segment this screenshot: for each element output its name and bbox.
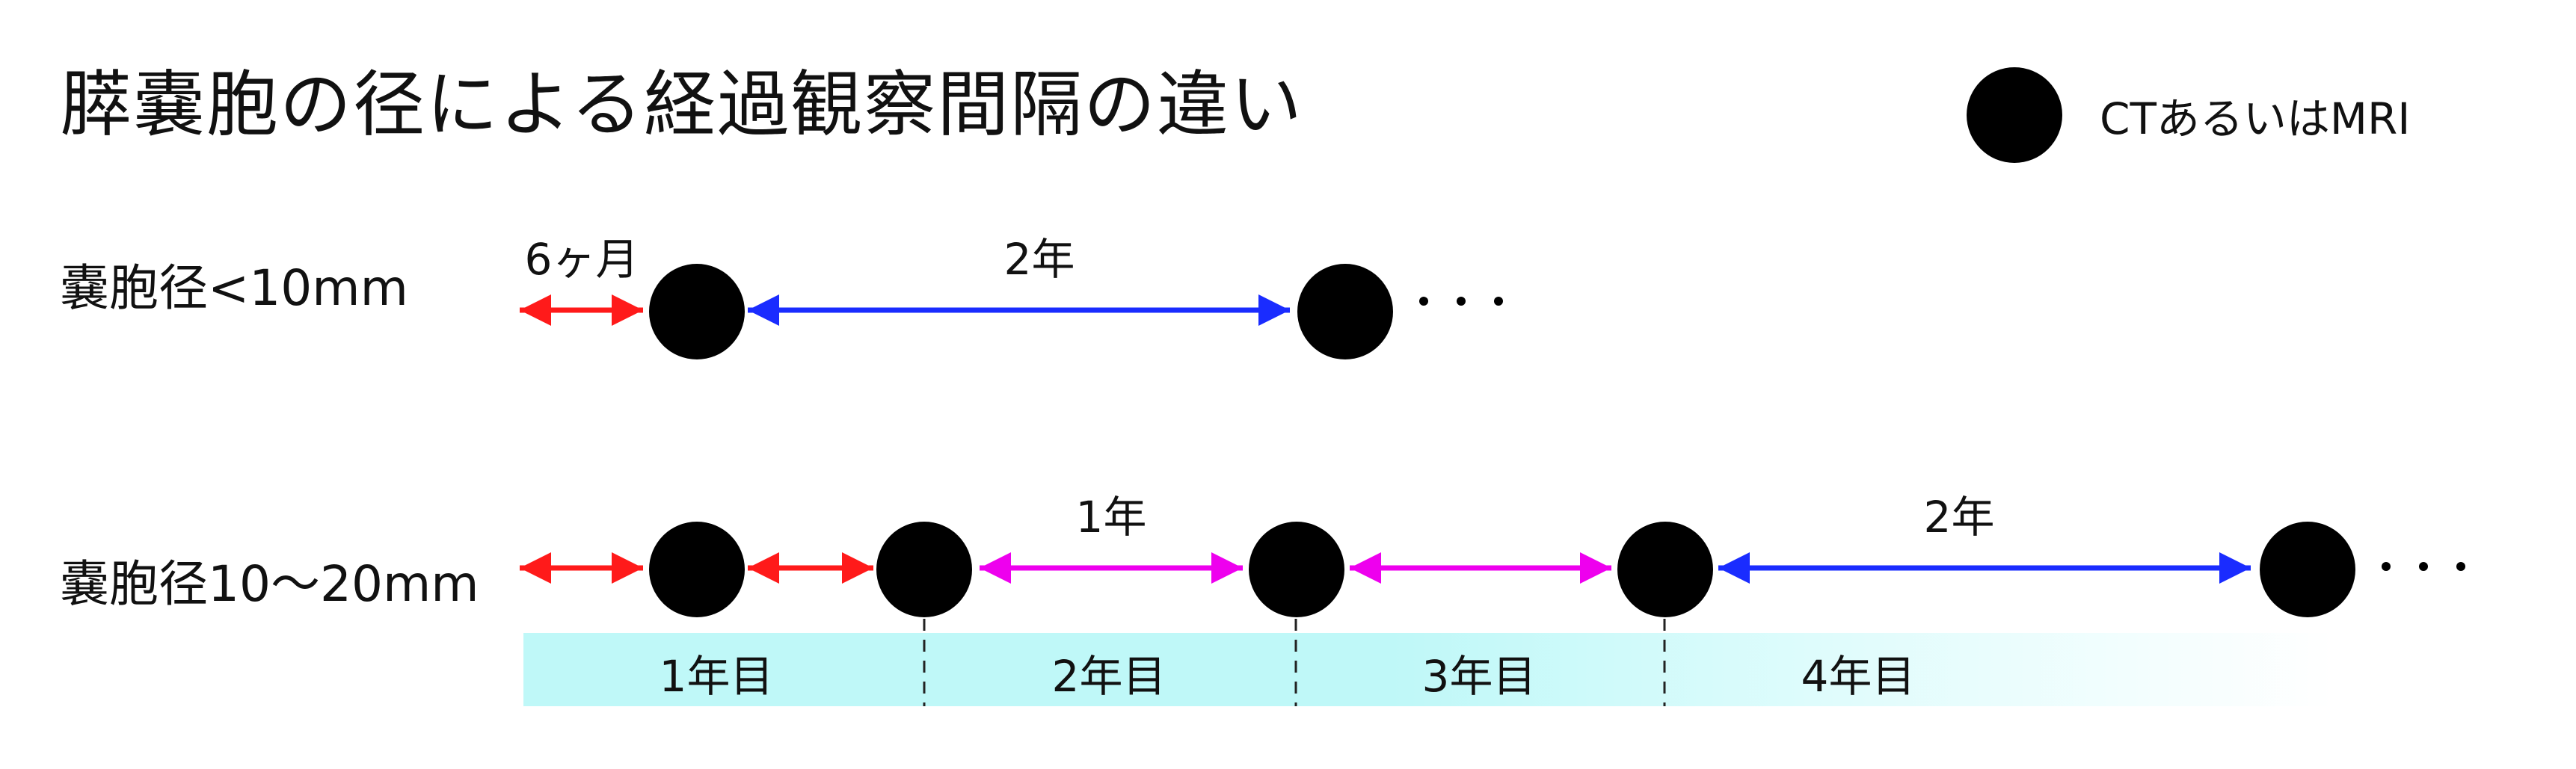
legend-label: CTあるいはMRI xyxy=(2100,93,2411,144)
year-label-2: 2年目 xyxy=(1051,651,1166,702)
imaging-point xyxy=(1617,522,1713,617)
imaging-dot-icon xyxy=(1967,67,2062,163)
imaging-point xyxy=(649,264,745,359)
imaging-point xyxy=(649,522,745,617)
interval-label-1-year: 1年 xyxy=(1075,492,1147,543)
imaging-point xyxy=(1297,264,1393,359)
year-label-1: 1年目 xyxy=(659,651,774,702)
ellipsis-icon xyxy=(2382,562,2465,571)
row-label-medium-cyst: 嚢胞径10〜20mm xyxy=(60,555,479,613)
interval-label-2-years-row2: 2年 xyxy=(1923,492,1995,543)
page-title: 膵嚢胞の径による経過観察間隔の違い xyxy=(60,63,1304,146)
imaging-point xyxy=(876,522,972,617)
row-label-small-cyst: 嚢胞径<10mm xyxy=(60,259,408,317)
year-label-3: 3年目 xyxy=(1421,651,1537,702)
ellipsis-icon xyxy=(1419,297,1503,306)
imaging-point xyxy=(2260,522,2355,617)
interval-label-2-years: 2年 xyxy=(1003,234,1075,285)
year-label-4: 4年目 xyxy=(1801,651,1916,702)
year-band xyxy=(523,633,2333,706)
interval-label-6-months: 6ヶ月 xyxy=(524,234,639,285)
imaging-point xyxy=(1249,522,1344,617)
